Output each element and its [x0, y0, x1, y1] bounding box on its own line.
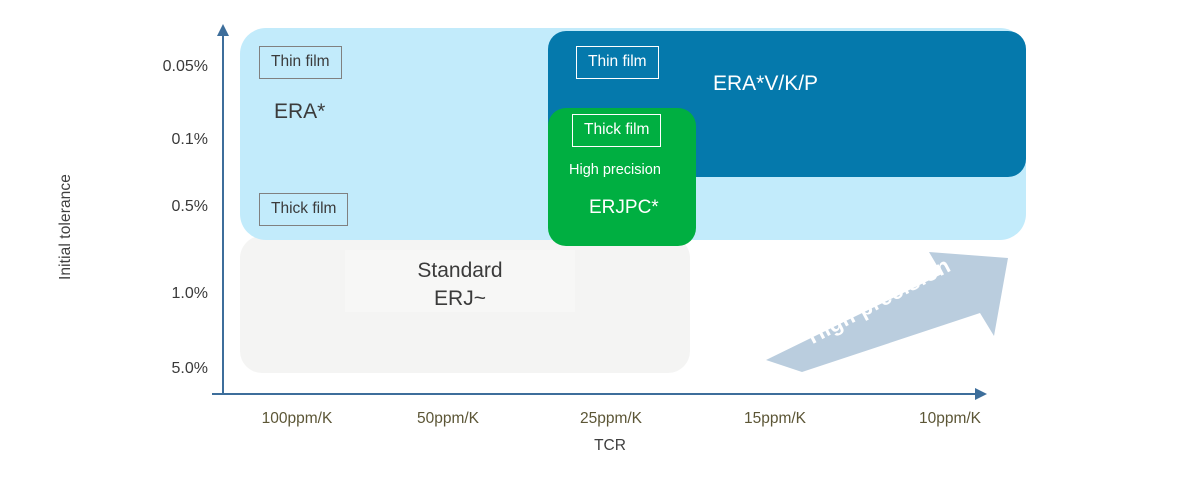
label-era: ERA* — [274, 100, 326, 123]
y-tick-3: 1.0% — [171, 285, 208, 302]
tag-thin-film-era: Thin film — [259, 46, 342, 79]
y-tick-2: 0.5% — [171, 198, 208, 215]
label-standard-erj-line1: Standard — [417, 259, 503, 282]
y-axis-arrowhead — [217, 24, 229, 36]
y-tick-0: 0.05% — [162, 58, 208, 75]
y-axis-title: Initial tolerance — [57, 174, 74, 280]
tag-thick-film-erjpc-label: Thick film — [584, 121, 650, 138]
y-tick-4: 5.0% — [171, 360, 208, 377]
label-standard-erj-line2: ERJ~ — [434, 287, 486, 311]
x-axis-arrowhead — [975, 388, 987, 400]
tag-thin-film-era-label: Thin film — [271, 53, 330, 70]
tag-thin-film-era-vkp: Thin film — [576, 46, 659, 79]
x-tick-3: 15ppm/K — [743, 410, 807, 427]
label-erjpc: ERJPC* — [589, 197, 659, 218]
region-standard-erj-highlight — [345, 250, 575, 312]
label-erjpc-high-precision: High precision — [569, 162, 661, 178]
label-standard-erj: Standard ERJ~ — [400, 257, 520, 314]
high-precision-arrow: High precision — [762, 250, 1012, 375]
x-axis-line — [212, 393, 977, 395]
x-tick-2: 25ppm/K — [579, 410, 643, 427]
x-tick-0: 100ppm/K — [261, 410, 333, 427]
x-tick-1: 50ppm/K — [416, 410, 480, 427]
x-axis-title: TCR — [594, 437, 626, 454]
y-axis-line — [222, 34, 224, 395]
y-tick-1: 0.1% — [171, 131, 208, 148]
y-axis-ticks: 0.05% 0.1% 0.5% 1.0% 5.0% — [90, 0, 208, 500]
x-tick-4: 10ppm/K — [918, 410, 982, 427]
tag-thick-film-erjpc: Thick film — [572, 114, 662, 147]
label-era-vkp: ERA*V/K/P — [713, 72, 819, 95]
tag-thin-film-era-vkp-label: Thin film — [588, 53, 647, 70]
tag-thick-film-era: Thick film — [259, 193, 349, 226]
tag-thick-film-era-label: Thick film — [271, 200, 337, 217]
